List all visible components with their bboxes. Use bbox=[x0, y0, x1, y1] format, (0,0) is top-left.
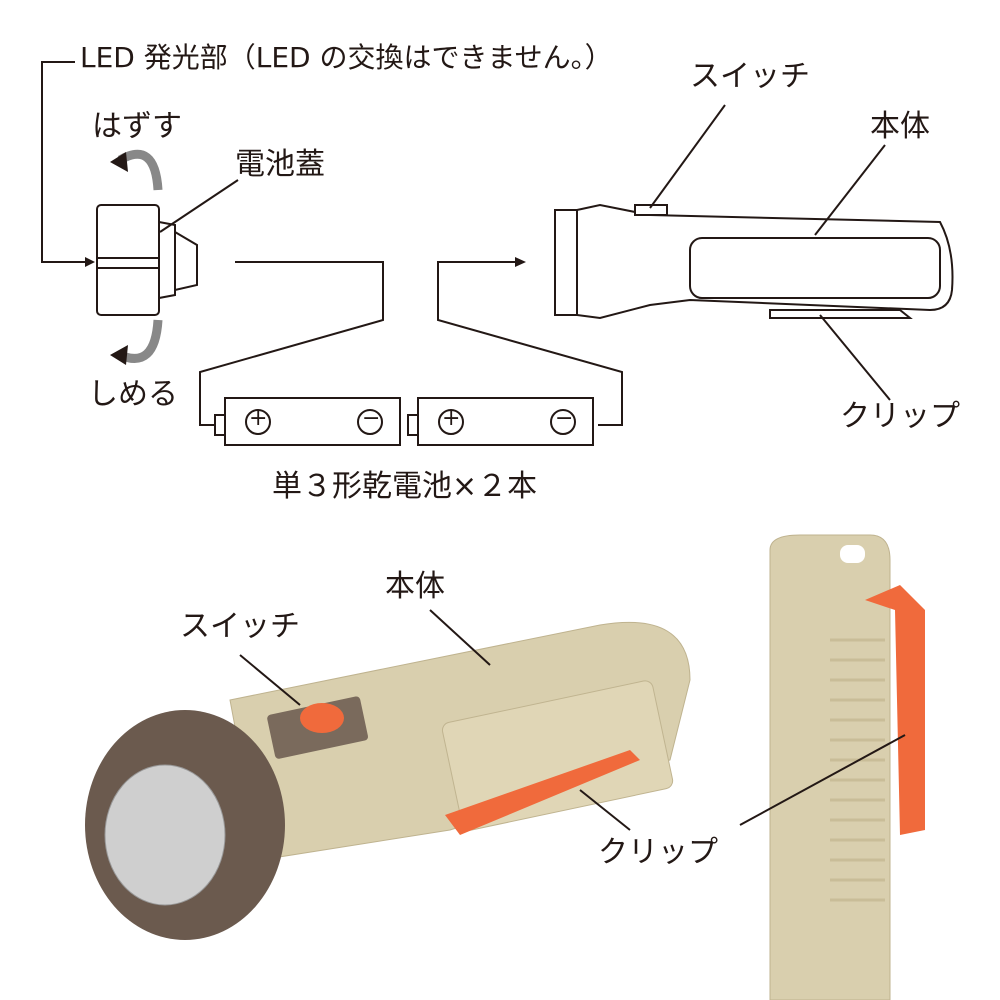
bottom-body-leader bbox=[429, 609, 491, 666]
arrow-head bbox=[85, 257, 95, 267]
clip-label: クリップ bbox=[840, 399, 960, 434]
bottom-clip-leader bbox=[579, 789, 631, 831]
switch-button bbox=[300, 703, 344, 733]
battery-cover-drawing bbox=[96, 204, 198, 316]
remove-label: はずす bbox=[92, 109, 182, 144]
bottom-clip-label: クリップ bbox=[598, 835, 718, 870]
tighten-label: しめる bbox=[88, 377, 178, 412]
battery-cover-label: 電池蓋 bbox=[235, 147, 325, 182]
led-leader-line bbox=[41, 61, 85, 263]
clip-photo bbox=[445, 750, 640, 835]
bottom-switch-label: スイッチ bbox=[180, 609, 300, 644]
plus-symbol: + bbox=[249, 406, 268, 431]
switch-label: スイッチ bbox=[690, 59, 810, 94]
body-label: 本体 bbox=[870, 109, 930, 144]
side-clip-leader bbox=[739, 734, 906, 826]
flashlight-body-outline bbox=[554, 203, 954, 320]
battery-label: 単３形乾電池×２本 bbox=[272, 469, 538, 504]
minus-symbol: − bbox=[362, 406, 381, 431]
led-label: LED 発光部（LED の交換はできません。） bbox=[80, 41, 613, 74]
battery-1 bbox=[214, 397, 401, 446]
bottom-switch-leader bbox=[239, 654, 301, 706]
flashlight-photo bbox=[85, 621, 691, 940]
clip-side-photo bbox=[865, 585, 925, 835]
minus-symbol: − bbox=[555, 406, 574, 431]
flashlight-side-photo bbox=[769, 534, 925, 1000]
battery-2 bbox=[407, 397, 594, 446]
switch-leader bbox=[649, 104, 726, 209]
body-leader bbox=[814, 144, 886, 236]
clip-leader bbox=[819, 314, 891, 401]
battery-cover-leader bbox=[159, 179, 239, 233]
plus-symbol: + bbox=[442, 406, 461, 431]
arrow-head bbox=[515, 257, 526, 267]
bottom-body-label: 本体 bbox=[385, 569, 445, 604]
